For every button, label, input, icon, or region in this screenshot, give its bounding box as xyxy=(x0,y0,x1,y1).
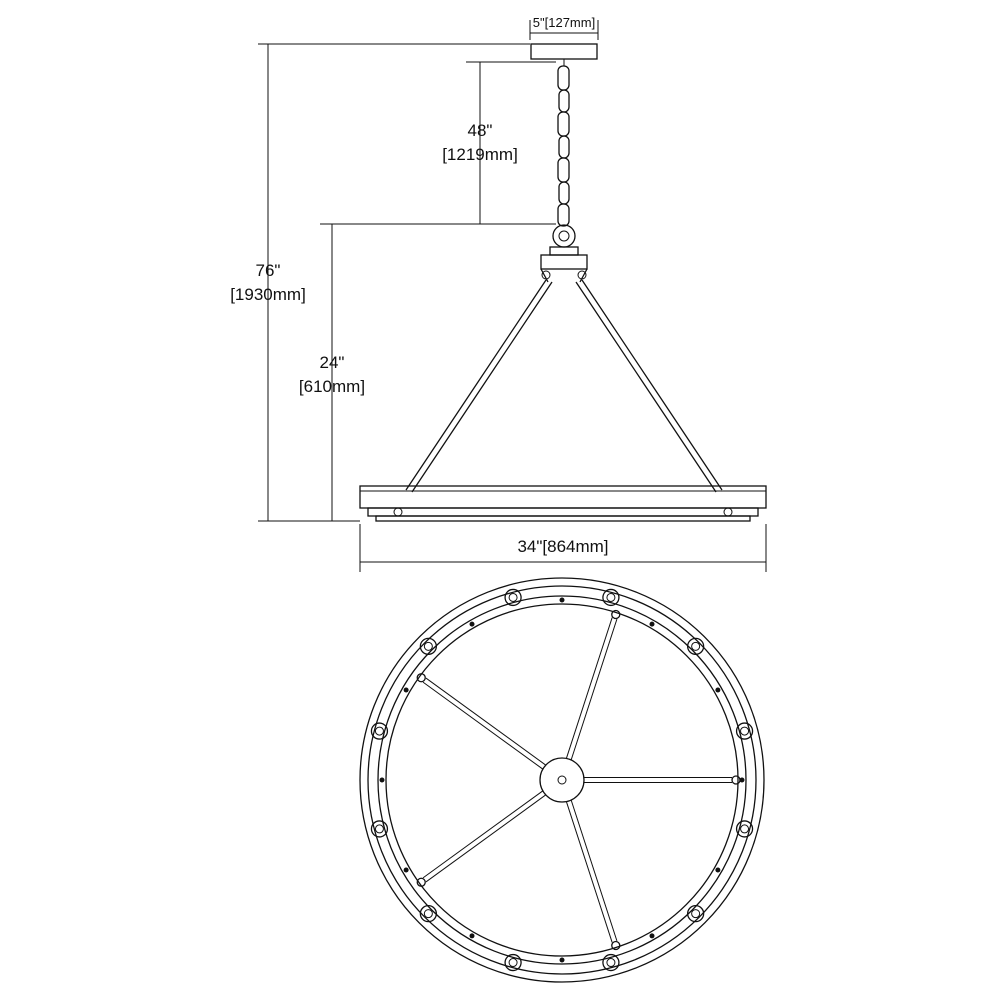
hanging-hub xyxy=(540,224,588,283)
lamp-socket-inner xyxy=(606,592,616,602)
rivet xyxy=(715,867,721,873)
lamp-socket xyxy=(370,722,389,740)
overall-height-in: 76" xyxy=(256,261,281,280)
spoke-end-clip xyxy=(611,940,621,951)
chain-length-dimension: 48" [1219mm] xyxy=(320,61,556,225)
ring-top-view xyxy=(359,577,765,983)
canopy-width-label: 5"[127mm] xyxy=(533,15,595,30)
lamp-socket xyxy=(735,820,754,838)
spoke-end-clip xyxy=(416,877,426,887)
lamp-socket xyxy=(735,722,754,740)
lamp-socket-inner xyxy=(374,824,384,834)
lamp-socket xyxy=(602,953,620,972)
lamp-socket-inner xyxy=(374,726,384,736)
lamp-socket-inner xyxy=(508,592,518,602)
rivet xyxy=(469,933,475,939)
lamp-socket xyxy=(504,588,522,607)
support-rods xyxy=(405,279,723,493)
lamp-socket xyxy=(602,588,620,607)
rivet xyxy=(403,687,409,693)
spoke-arms xyxy=(416,609,741,951)
lamp-socket xyxy=(504,953,522,972)
lamp-socket xyxy=(686,904,705,923)
lamp-socket-inner xyxy=(508,958,518,968)
spoke-edge xyxy=(565,617,613,759)
center-hub xyxy=(539,757,585,803)
spoke-end-clip xyxy=(731,775,741,785)
canopy xyxy=(530,43,598,60)
lamp-socket xyxy=(686,637,705,656)
lamp-socket xyxy=(419,904,438,923)
fixture-height-mm: [610mm] xyxy=(299,377,365,396)
chain-length-mm: [1219mm] xyxy=(442,145,518,164)
spoke-edge xyxy=(422,681,544,770)
overall-height-mm: [1930mm] xyxy=(230,285,306,304)
spoke-end-clip xyxy=(416,673,426,683)
overall-height-dimension: 76" [1930mm] xyxy=(230,43,530,522)
rivet xyxy=(559,597,565,603)
diameter-label: 34"[864mm] xyxy=(517,537,608,556)
rivet xyxy=(469,621,475,627)
lamp-sockets xyxy=(370,588,754,972)
top-view xyxy=(359,577,765,983)
rivet xyxy=(739,777,745,783)
rivet xyxy=(379,777,385,783)
rivet xyxy=(649,621,655,627)
spoke-edge xyxy=(565,801,613,943)
rivet xyxy=(559,957,565,963)
lamp-socket-inner xyxy=(691,641,701,651)
ring-side-view xyxy=(359,485,767,522)
rivet xyxy=(403,867,409,873)
lamp-socket-inner xyxy=(423,909,433,919)
spoke-edge xyxy=(422,790,544,879)
lamp-socket xyxy=(419,637,438,656)
chain-length-in: 48" xyxy=(468,121,493,140)
lamp-socket-inner xyxy=(691,909,701,919)
spoke-edge xyxy=(425,677,546,766)
spoke-end-clip xyxy=(611,609,621,620)
diameter-dimension: 34"[864mm] xyxy=(359,524,767,572)
spoke-edge xyxy=(425,794,546,883)
lamp-socket-inner xyxy=(740,726,750,736)
canopy-width-dimension: 5"[127mm] xyxy=(529,15,599,40)
fixture-height-in: 24" xyxy=(320,353,345,372)
side-elevation: 5"[127mm] xyxy=(230,15,767,572)
chain xyxy=(557,59,570,227)
lamp-socket-inner xyxy=(740,824,750,834)
spoke-edge xyxy=(570,618,618,761)
lamp-socket-inner xyxy=(423,641,433,651)
rivet xyxy=(649,933,655,939)
rivet xyxy=(715,687,721,693)
lamp-socket-inner xyxy=(606,958,616,968)
spoke-edge xyxy=(570,799,618,942)
ring-rivets xyxy=(379,597,745,963)
lamp-socket xyxy=(370,820,389,838)
fixture-height-dimension: 24" [610mm] xyxy=(299,224,365,521)
